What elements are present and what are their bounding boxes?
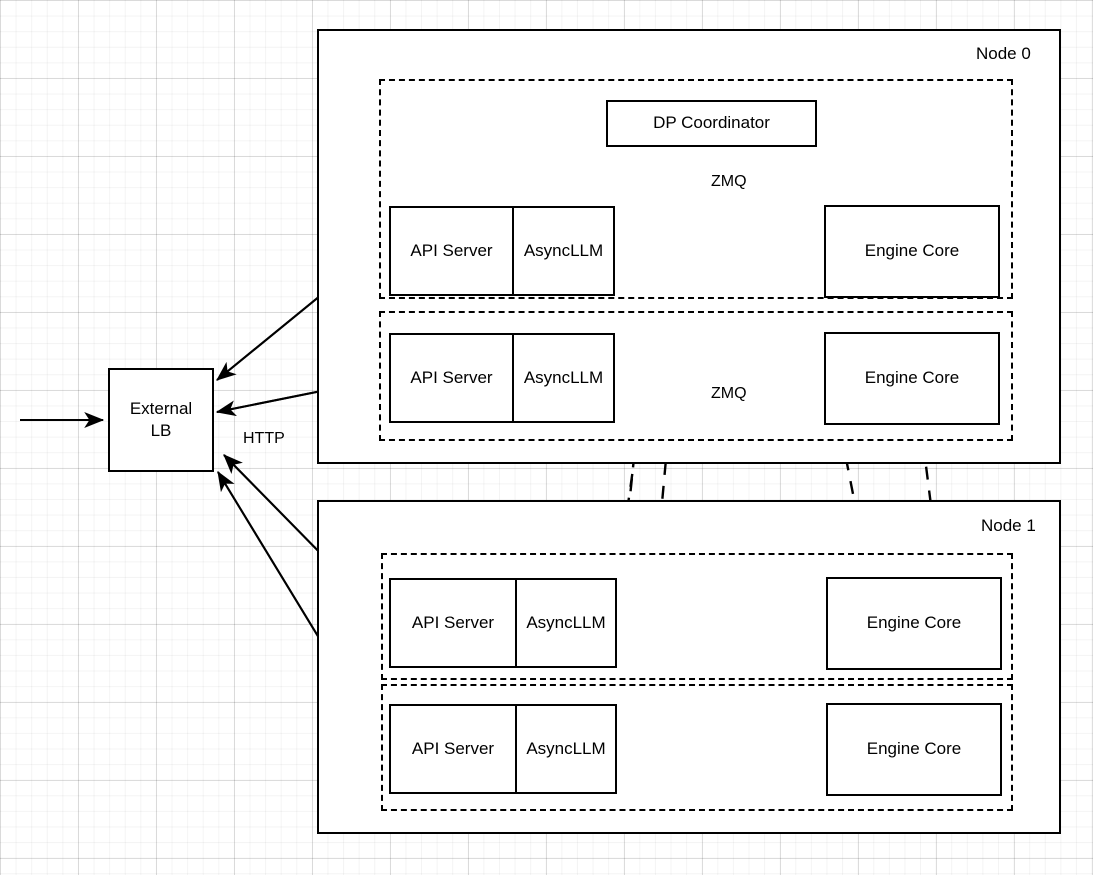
replica-0-frontend-divider: [512, 208, 514, 294]
dp-coordinator-label: DP Coordinator: [653, 113, 770, 133]
replica-2-api-server[interactable]: API Server: [411, 613, 495, 632]
replica-3-frontend-divider: [515, 706, 517, 792]
external-lb-label: External LB: [129, 398, 193, 440]
replica-2-engine-core-label: Engine Core: [866, 613, 962, 633]
node-0-replica-1-group: [379, 311, 1013, 441]
replica-2-frontend-divider: [515, 580, 517, 666]
replica-3-engine-core-label: Engine Core: [866, 739, 962, 759]
zmq-top-edge-label: ZMQ: [711, 173, 747, 190]
replica-1-api-server[interactable]: API Server: [410, 368, 493, 387]
replica-0-async-llm[interactable]: AsyncLLM: [523, 241, 604, 260]
replica-0-engine-core-label: Engine Core: [864, 241, 960, 261]
replica-0-frontend-box[interactable]: API Server AsyncLLM: [389, 206, 615, 296]
node-1-label: Node 1: [981, 516, 1036, 535]
replica-3-frontend-box[interactable]: API Server AsyncLLM: [389, 704, 617, 794]
node-1-replica-3-group: [381, 684, 1013, 811]
replica-0-api-server[interactable]: API Server: [410, 241, 493, 260]
replica-2-frontend-box[interactable]: API Server AsyncLLM: [389, 578, 617, 668]
node-1-replica-2-group: [381, 553, 1013, 680]
replica-3-api-server[interactable]: API Server: [411, 739, 495, 758]
node-0-replica-0-group: [379, 79, 1013, 299]
http-edge-label: HTTP: [243, 430, 285, 447]
replica-1-async-llm[interactable]: AsyncLLM: [523, 368, 604, 387]
external-lb-box[interactable]: External LB: [108, 368, 214, 472]
replica-1-frontend-divider: [512, 335, 514, 421]
replica-0-engine-core-box[interactable]: Engine Core: [824, 205, 1000, 298]
replica-1-engine-core-label: Engine Core: [864, 368, 960, 388]
replica-2-async-llm[interactable]: AsyncLLM: [526, 613, 606, 632]
replica-1-engine-core-box[interactable]: Engine Core: [824, 332, 1000, 425]
replica-2-engine-core-box[interactable]: Engine Core: [826, 577, 1002, 670]
zmq-second-edge-label: ZMQ: [711, 385, 747, 402]
dp-coordinator-box[interactable]: DP Coordinator: [606, 100, 817, 147]
replica-3-engine-core-box[interactable]: Engine Core: [826, 703, 1002, 796]
replica-3-async-llm[interactable]: AsyncLLM: [526, 739, 606, 758]
replica-1-frontend-box[interactable]: API Server AsyncLLM: [389, 333, 615, 423]
node-0-label: Node 0: [976, 44, 1031, 63]
